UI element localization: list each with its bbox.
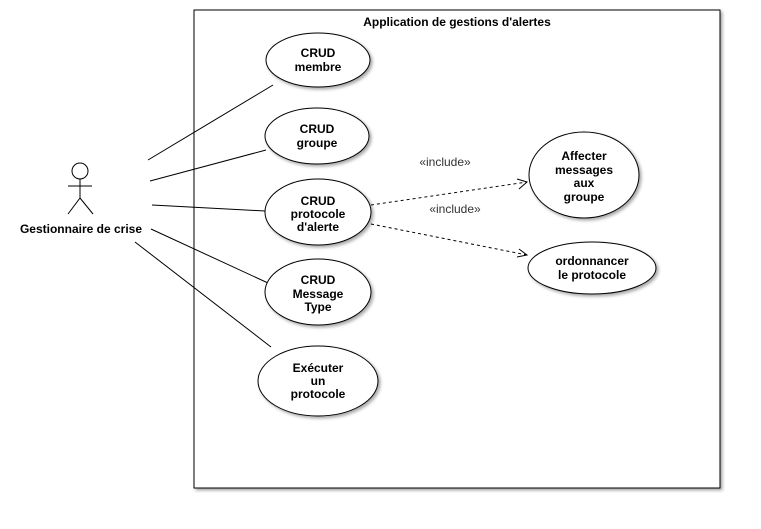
usecase-crud-message-type[interactable]: CRUD Message Type [264, 258, 372, 326]
usecase-affecter-messages[interactable]: Affecter messages aux groupe [528, 131, 640, 219]
svg-text:un: un [311, 374, 326, 388]
svg-text:CRUD: CRUD [301, 46, 336, 60]
usecase-ordonnancer-protocole[interactable]: ordonnancer le protocole [527, 241, 657, 295]
svg-text:ordonnancer: ordonnancer [555, 254, 629, 268]
include-affecter: «include» [370, 155, 529, 206]
assoc-crud-membre [147, 84, 274, 161]
svg-text:Affecter: Affecter [561, 149, 607, 163]
assoc-crud-groupe [149, 149, 267, 182]
svg-text:le protocole: le protocole [558, 268, 626, 282]
svg-text:protocole: protocole [291, 207, 346, 221]
usecase-crud-groupe[interactable]: CRUD groupe [264, 107, 370, 165]
usecase-executer-protocole[interactable]: Exécuter un protocole [257, 345, 379, 417]
actor-right-leg [79, 197, 94, 215]
svg-text:groupe: groupe [564, 190, 605, 204]
svg-text:Message: Message [293, 287, 344, 301]
include-label-1: «include» [419, 155, 471, 169]
include-arrowhead-affecter [516, 178, 529, 190]
actor-head [71, 162, 89, 180]
include-label-2: «include» [429, 202, 481, 216]
svg-text:groupe: groupe [297, 136, 338, 150]
assoc-crud-message-type [150, 228, 269, 284]
svg-text:Exécuter: Exécuter [293, 361, 344, 375]
include-line-ordonnancer [370, 223, 528, 256]
svg-text:aux: aux [574, 176, 595, 190]
usecase-crud-protocole[interactable]: CRUD protocole d'alerte [264, 178, 372, 246]
svg-text:d'alerte: d'alerte [297, 220, 340, 234]
svg-text:CRUD: CRUD [300, 122, 335, 136]
include-arrowhead-ordonnancer [516, 248, 529, 258]
svg-text:messages: messages [555, 163, 613, 177]
svg-text:membre: membre [295, 60, 342, 74]
svg-text:protocole: protocole [291, 387, 346, 401]
usecase-crud-membre[interactable]: CRUD membre [265, 32, 371, 88]
svg-text:CRUD: CRUD [301, 273, 336, 287]
system-title: Application de gestions d'alertes [363, 15, 551, 29]
actor-name: Gestionnaire de crise [20, 222, 142, 236]
actor-gestionnaire[interactable]: Gestionnaire de crise [20, 162, 142, 236]
assoc-crud-protocole [151, 204, 266, 212]
svg-text:CRUD: CRUD [301, 194, 336, 208]
include-ordonnancer: «include» [370, 202, 529, 258]
actor-left-leg [67, 197, 81, 215]
svg-text:Type: Type [304, 300, 331, 314]
include-line-affecter [370, 181, 528, 206]
system-boundary: Application de gestions d'alertes [193, 9, 721, 489]
assoc-executer-protocole [134, 241, 272, 348]
